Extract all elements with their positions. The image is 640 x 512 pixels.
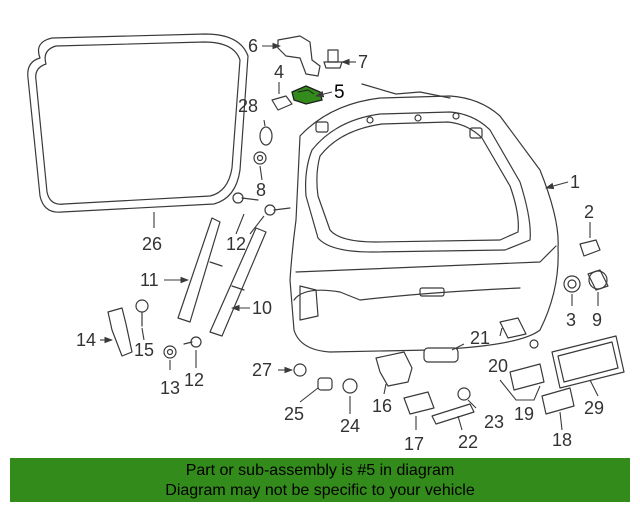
callout-15: 15	[134, 340, 154, 360]
callout-2: 2	[584, 202, 594, 222]
callout-25: 25	[284, 404, 304, 424]
part-25-bumper	[299, 377, 333, 403]
callout-12-upper: 12	[226, 234, 246, 254]
callout-1: 1	[570, 172, 580, 192]
part-26-glass	[27, 33, 249, 228]
footer-line-2: Diagram may not be specific to your vehi…	[165, 482, 475, 499]
callout-28: 28	[238, 96, 258, 116]
callout-17: 17	[404, 434, 424, 454]
callout-6: 6	[248, 36, 258, 56]
part-11-strut-left	[164, 217, 223, 323]
callout-26: 26	[142, 234, 162, 254]
callout-21: 21	[470, 328, 490, 348]
callout-20: 20	[488, 356, 508, 376]
callout-24: 24	[340, 416, 360, 436]
part-13-washer	[163, 345, 177, 370]
part-4-pad	[271, 82, 293, 111]
callout-7: 7	[358, 52, 368, 72]
part-5-highlighted	[291, 85, 333, 105]
part-3-grommet	[563, 275, 581, 306]
part-20-switch	[499, 317, 539, 349]
part-29-plate-bracket	[551, 335, 625, 397]
part-9-sensor	[587, 269, 609, 306]
footer-banner: Part or sub-assembly is #5 in diagram Di…	[10, 458, 630, 502]
part-15-bolt	[135, 299, 149, 341]
part-14-bracket	[100, 307, 133, 357]
callout-4: 4	[274, 62, 284, 82]
part-10-strut-right	[209, 227, 267, 337]
callout-22: 22	[458, 432, 478, 452]
part-12-lower-stud	[183, 336, 202, 368]
callout-29: 29	[584, 398, 604, 418]
callout-5: 5	[334, 82, 345, 103]
callout-14: 14	[76, 330, 96, 350]
part-22-strip	[431, 403, 475, 431]
part-7-bolt	[323, 49, 356, 69]
callout-11: 11	[140, 270, 159, 290]
part-17-bracket	[403, 391, 435, 430]
callout-3: 3	[566, 310, 576, 330]
part-27-nut	[278, 363, 307, 377]
callout-10: 10	[252, 298, 272, 318]
footer-line-1: Part or sub-assembly is #5 in diagram	[185, 462, 455, 479]
liftgate-exploded-view: 1 2 3 4 5 6 7 8 9 10 11 12 12 13 14 15 1…	[27, 33, 625, 454]
callout-19: 19	[514, 404, 534, 424]
callout-12-lower: 12	[184, 370, 204, 390]
callout-labels: 1 2 3 4 5 6 7 8 9 10 11 12 12 13 14 15 1…	[76, 36, 604, 454]
callout-13: 13	[160, 378, 180, 398]
part-19-lamp	[499, 363, 545, 401]
callout-8: 8	[256, 180, 266, 200]
part-18-lamp	[541, 387, 575, 431]
part-16-latch	[375, 351, 413, 395]
callout-16: 16	[372, 396, 392, 416]
callout-23: 23	[484, 412, 504, 432]
part-1-liftgate	[289, 83, 569, 353]
part-12-ball-studs	[232, 192, 291, 235]
part-28-cap	[259, 119, 273, 146]
part-24-stop	[342, 378, 358, 414]
callout-9: 9	[592, 310, 602, 330]
part-2-bracket	[579, 222, 601, 257]
part-8-nut	[253, 151, 267, 181]
part-23-clip	[457, 387, 477, 409]
part-21-handle	[423, 343, 465, 363]
part-6-hinge	[262, 35, 321, 77]
callout-27: 27	[252, 360, 272, 380]
callout-18: 18	[552, 430, 572, 450]
